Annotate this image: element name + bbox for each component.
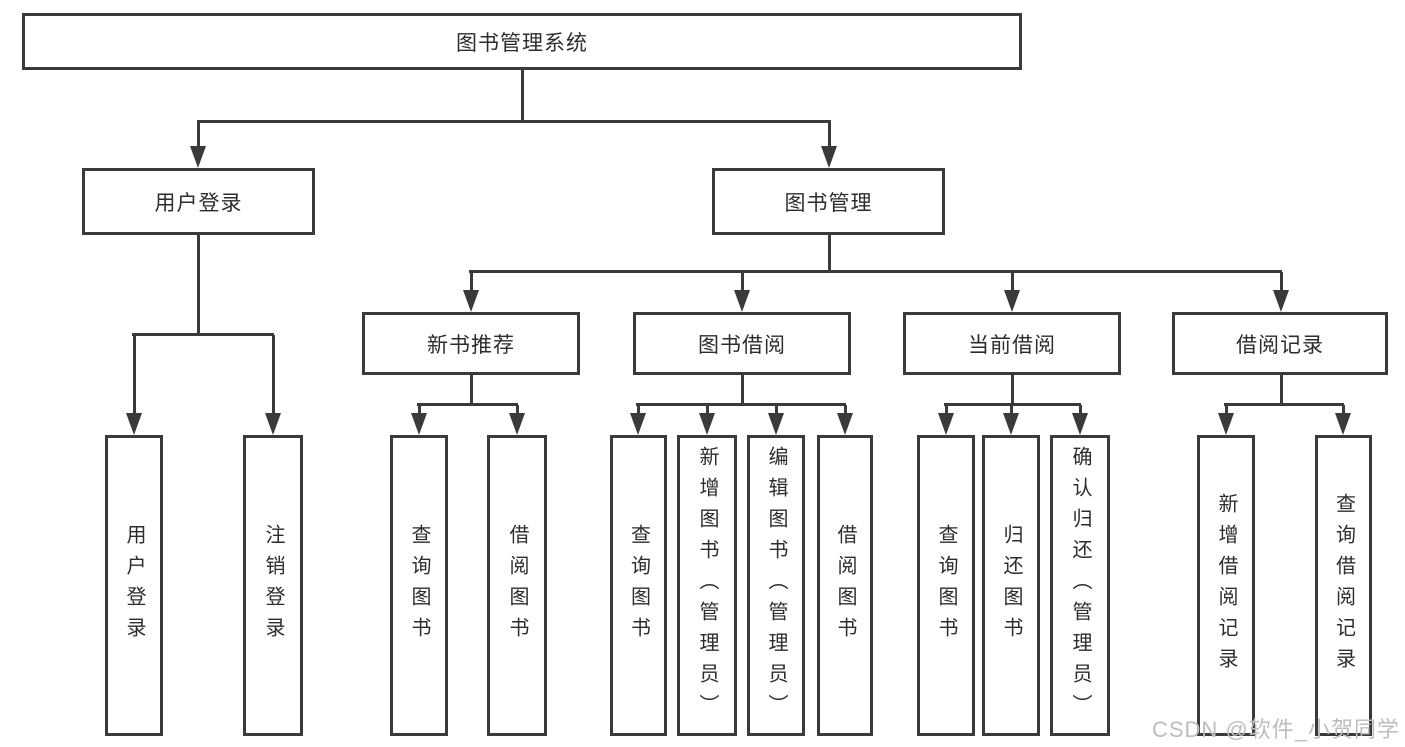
connector-userlogin-horizontal [132, 333, 274, 336]
leaf-add-books-admin: 新增图书（管理员） [677, 435, 737, 736]
arrowhead-icon [126, 413, 142, 435]
arrow-stem [196, 120, 200, 146]
arrow-stem [271, 335, 275, 413]
node-label: 新书推荐 [427, 333, 515, 357]
leaf-logout: 注销登录 [243, 435, 303, 736]
node-label: 归还图书 [1000, 523, 1022, 648]
connector-currentborrow-horizontal [944, 403, 1081, 406]
node-label: 编辑图书（管理员） [765, 446, 787, 725]
node-label: 查询图书 [408, 523, 430, 648]
connector-userlogin-vertical [196, 235, 200, 335]
connector-root-horizontal [197, 120, 831, 123]
connector-bookmgmt-horizontal [469, 270, 1282, 273]
arrowhead-icon [509, 413, 525, 435]
leaf-query-books-newbook: 查询图书 [390, 435, 448, 736]
node-book-management: 图书管理 [712, 168, 945, 235]
node-label: 确认归还（管理员） [1069, 446, 1091, 725]
arrow-stem [1010, 272, 1014, 290]
leaf-add-borrow-record: 新增借阅记录 [1197, 435, 1255, 736]
connector-bookborrow-vertical [740, 375, 744, 405]
arrowhead-icon [938, 413, 954, 435]
arrowhead-icon [821, 146, 837, 168]
node-label: 查询借阅记录 [1332, 492, 1355, 679]
node-library-management-system: 图书管理系统 [22, 13, 1022, 70]
node-label: 图书管理系统 [456, 31, 588, 55]
node-label: 新增借阅记录 [1215, 492, 1237, 679]
leaf-borrow-books: 借阅图书 [817, 435, 873, 736]
arrowhead-icon [1335, 413, 1351, 435]
node-label: 图书借阅 [698, 333, 786, 357]
node-label: 当前借阅 [968, 333, 1056, 357]
arrow-stem [740, 272, 744, 290]
node-book-borrow: 图书借阅 [633, 312, 851, 375]
arrowhead-icon [463, 290, 479, 312]
arrow-stem [515, 405, 519, 413]
node-label: 用户登录 [154, 191, 243, 215]
arrowhead-icon [734, 290, 750, 312]
arrow-stem [1279, 272, 1283, 290]
leaf-user-login: 用户登录 [105, 435, 163, 736]
arrow-stem [827, 120, 831, 146]
leaf-return-books: 归还图书 [982, 435, 1040, 736]
arrow-stem [132, 335, 136, 413]
arrow-stem [417, 405, 421, 413]
node-current-borrow: 当前借阅 [903, 312, 1121, 375]
arrowhead-icon [190, 146, 206, 168]
leaf-edit-books-admin: 编辑图书（管理员） [747, 435, 805, 736]
arrowhead-icon [1273, 290, 1289, 312]
node-label: 借阅记录 [1236, 333, 1324, 357]
arrowhead-icon [411, 413, 427, 435]
arrowhead-icon [768, 413, 784, 435]
leaf-borrow-books-newbook: 借阅图书 [487, 435, 547, 736]
node-label: 图书管理 [784, 191, 873, 215]
leaf-query-borrow-record: 查询借阅记录 [1315, 435, 1372, 736]
connector-borrowrecords-vertical [1279, 375, 1283, 405]
connector-borrowrecords-horizontal [1224, 403, 1344, 406]
arrow-stem [705, 405, 709, 413]
connector-currentborrow-vertical [1010, 375, 1014, 405]
arrowhead-icon [837, 413, 853, 435]
connector-root-vertical [520, 70, 524, 122]
arrow-stem [636, 405, 640, 413]
connector-newbook-horizontal [417, 403, 518, 406]
arrowhead-icon [1004, 290, 1020, 312]
leaf-query-books-current: 查询图书 [917, 435, 975, 736]
arrowhead-icon [1218, 413, 1234, 435]
arrow-stem [1224, 405, 1228, 413]
leaf-confirm-return-admin: 确认归还（管理员） [1050, 435, 1110, 736]
arrow-stem [1341, 405, 1345, 413]
arrowhead-icon [630, 413, 646, 435]
node-label: 借阅图书 [834, 523, 856, 648]
watermark: CSDN @软件_小贺同学 [1151, 717, 1400, 742]
arrow-stem [843, 405, 847, 413]
arrow-stem [944, 405, 948, 413]
node-borrow-records: 借阅记录 [1172, 312, 1388, 375]
node-label: 查询图书 [935, 523, 957, 648]
arrow-stem [469, 272, 473, 290]
node-label: 注销登录 [262, 523, 284, 648]
node-label: 查询图书 [627, 523, 650, 648]
node-label: 借阅图书 [506, 523, 528, 648]
node-new-book-recommend: 新书推荐 [362, 312, 580, 375]
leaf-query-books-borrow: 查询图书 [610, 435, 667, 736]
node-label: 新增图书（管理员） [696, 446, 718, 725]
node-user-login-group: 用户登录 [82, 168, 315, 235]
arrow-stem [774, 405, 778, 413]
node-label: 用户登录 [123, 523, 145, 648]
arrowhead-icon [699, 413, 715, 435]
connector-bookborrow-horizontal [636, 403, 846, 406]
arrowhead-icon [265, 413, 281, 435]
arrowhead-icon [1003, 413, 1019, 435]
arrowhead-icon [1072, 413, 1088, 435]
connector-newbook-vertical [469, 375, 473, 405]
arrow-stem [1078, 405, 1082, 413]
connector-bookmgmt-vertical [827, 235, 831, 272]
arrow-stem [1009, 405, 1013, 413]
